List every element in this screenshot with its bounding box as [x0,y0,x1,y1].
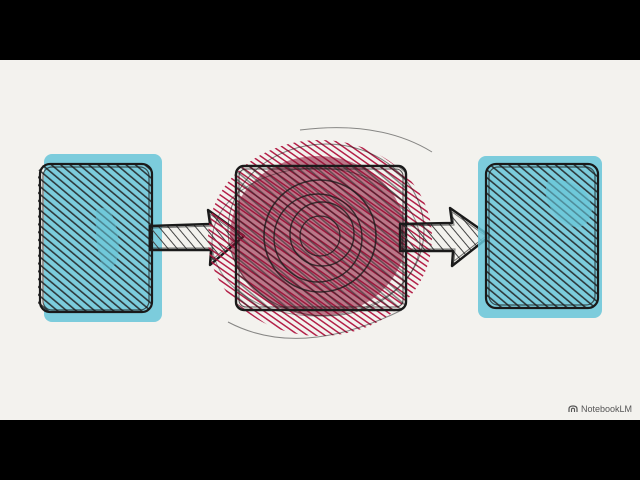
flow-diagram [38,127,602,339]
arrow-process-to-output [398,206,492,268]
input-block [38,154,162,322]
sketch-canvas: NotebookLM [0,60,640,420]
watermark-label: NotebookLM [580,404,632,414]
letterbox-bottom [0,420,640,480]
letterbox-top [0,0,640,60]
notebooklm-watermark: NotebookLM [568,404,632,414]
process-block [208,127,433,339]
output-block [478,156,602,318]
notebooklm-logo-icon [568,405,578,412]
